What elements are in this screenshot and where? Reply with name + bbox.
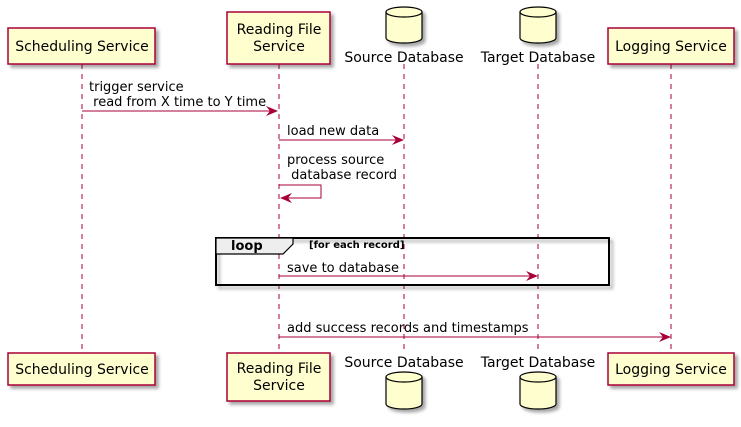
participant-target-top[interactable]: Target Database — [480, 6, 596, 66]
database-icon — [385, 6, 423, 44]
participant-source-label: Source Database — [344, 50, 463, 66]
arrowhead — [659, 332, 671, 342]
participant-scheduler-label: Scheduling Service — [15, 362, 149, 378]
participant-target-label: Target Database — [480, 50, 596, 66]
participant-logger-bottom[interactable]: Logging Service — [607, 352, 735, 386]
loop-condition: [for each record] — [309, 240, 404, 251]
arrowhead — [526, 271, 538, 281]
arrowhead — [266, 106, 278, 116]
message-load-new-data: load new data — [279, 124, 404, 145]
message-save-to-database: save to database — [279, 261, 538, 281]
arrowhead — [280, 193, 292, 203]
lifelines — [81, 64, 672, 354]
participant-scheduler-top[interactable]: Scheduling Service — [7, 27, 156, 65]
database-icon — [385, 371, 423, 410]
message-label: save to database — [287, 261, 399, 276]
message-process-source: process source database record — [279, 153, 397, 203]
database-icon — [519, 371, 557, 410]
message-label: process source database record — [287, 153, 397, 183]
database-icon — [519, 6, 557, 44]
participant-target-bottom[interactable]: Target Database — [480, 355, 596, 410]
message-label: add success records and timestamps — [287, 321, 529, 336]
participant-logger-top[interactable]: Logging Service — [607, 27, 735, 65]
message-trigger-service: trigger service read from X time to Y ti… — [82, 80, 278, 116]
participant-source-label: Source Database — [344, 355, 463, 371]
arrowhead — [392, 135, 404, 145]
participant-source-top[interactable]: Source Database — [344, 6, 464, 66]
loop-keyword: loop — [231, 239, 263, 254]
participant-logger-label: Logging Service — [615, 362, 727, 378]
message-add-success-records: add success records and timestamps — [279, 321, 671, 342]
participant-target-label: Target Database — [480, 355, 596, 371]
participant-scheduler-bottom[interactable]: Scheduling Service — [7, 352, 156, 386]
loop-header — [215, 237, 294, 255]
message-label: load new data — [287, 124, 379, 139]
loop-fragment: loop [for each record] — [215, 237, 610, 286]
participant-source-bottom[interactable]: Source Database — [344, 355, 464, 410]
participant-scheduler-label: Scheduling Service — [15, 39, 149, 55]
participant-logger-label: Logging Service — [615, 39, 727, 55]
message-label: trigger service read from X time to Y ti… — [89, 80, 266, 110]
